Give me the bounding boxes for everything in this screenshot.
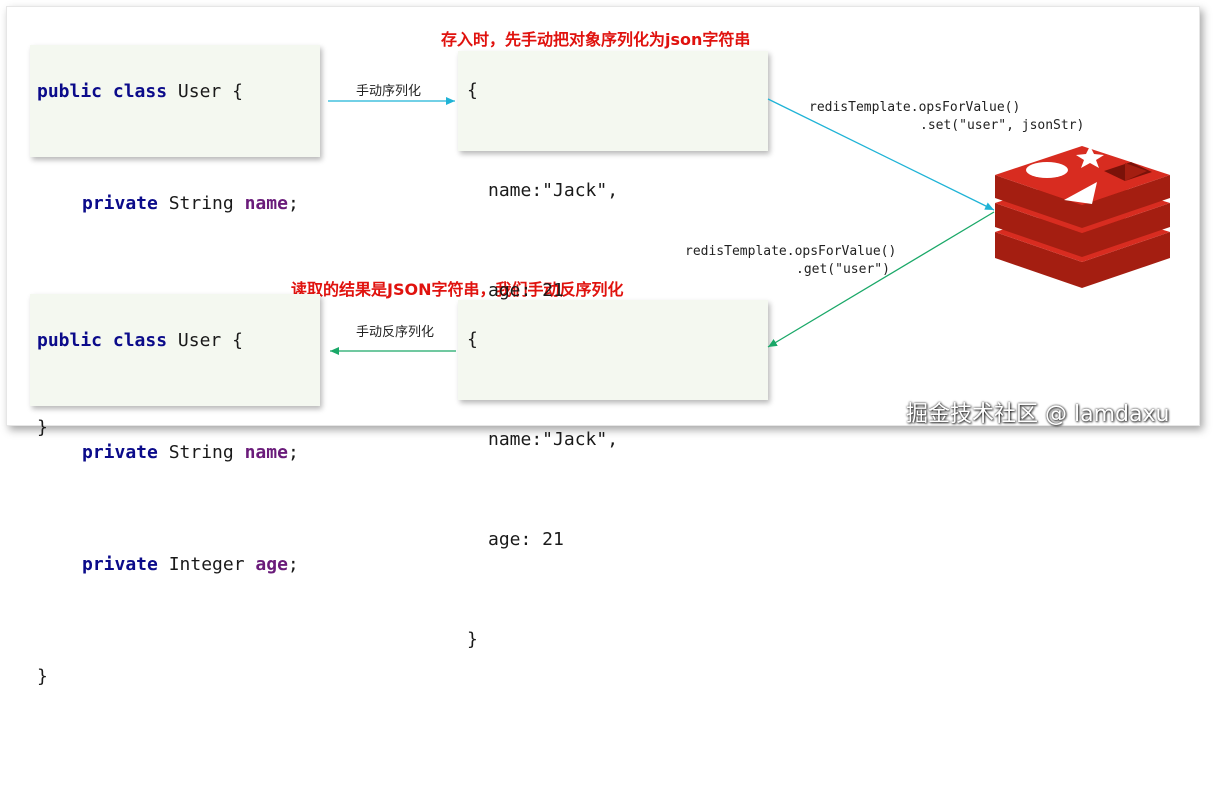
store-title: 存入时，先手动把对象序列化为json字符串: [441, 30, 751, 49]
get-arrow: [767, 211, 995, 348]
set-arrow: [767, 98, 995, 211]
read-title: 读取的结果是JSON字符串，我们手动反序列化: [291, 280, 624, 299]
redis-logo-icon: [995, 146, 1170, 288]
serialize-label: 手动序列化: [356, 84, 422, 99]
json-box-top: {name:"Jack",age: 21}: [458, 51, 768, 401]
get-call-line1: redisTemplate.opsForValue(): [685, 244, 897, 259]
deserialize-label: 手动反序列化: [356, 325, 435, 340]
watermark: 掘金技术社区 @ lamdaxu: [906, 402, 1170, 427]
set-call-line1: redisTemplate.opsForValue(): [809, 100, 1021, 115]
get-call-line2: .get("user"): [796, 262, 890, 277]
diagram-overlay: [328, 97, 1170, 355]
set-call-line2: .set("user", jsonStr): [920, 118, 1085, 133]
